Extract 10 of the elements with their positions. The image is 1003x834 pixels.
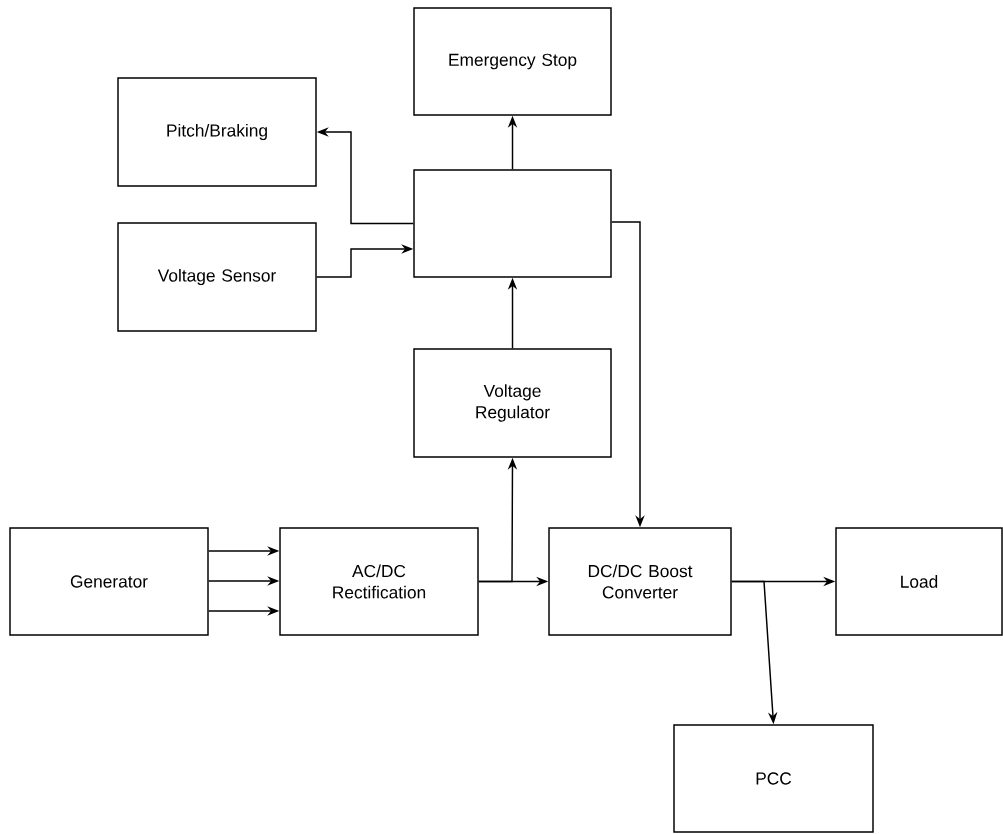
- block-box: Voltage Sensor: [117, 222, 317, 332]
- block-box: PCC: [673, 724, 874, 833]
- block-box: Generator: [9, 527, 209, 636]
- block-box: Emergency Stop: [413, 7, 612, 116]
- block-box: Pitch/Braking: [117, 77, 317, 187]
- block-box: [413, 169, 612, 278]
- block-box: AC/DC Rectification: [279, 527, 479, 636]
- block-box: DC/DC Boost Converter: [548, 527, 732, 636]
- block-box: Load: [835, 527, 1003, 636]
- block-box: Voltage Regulator: [413, 348, 612, 458]
